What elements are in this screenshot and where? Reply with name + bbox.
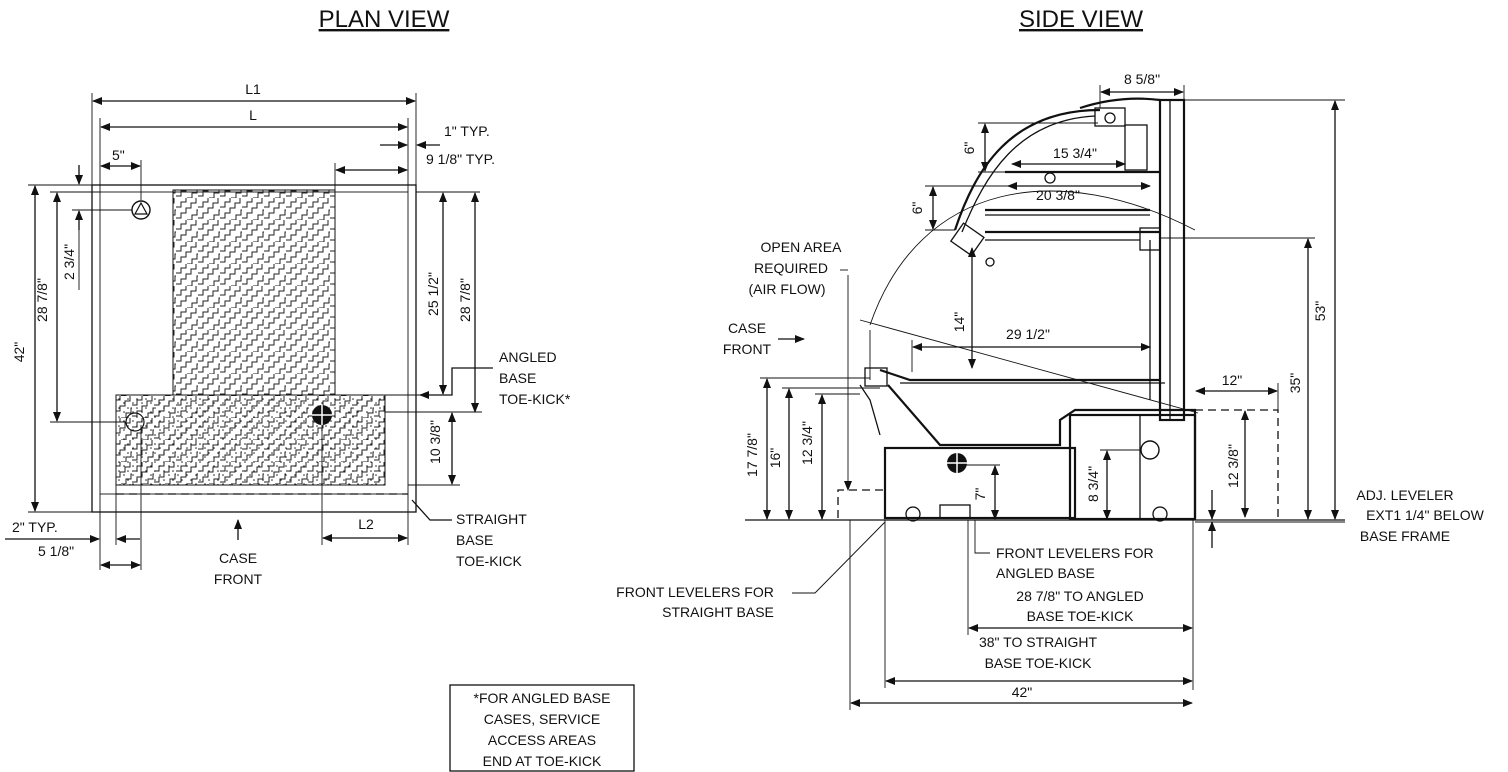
- side-open-area-1: OPEN AREA: [761, 239, 843, 255]
- plan-two-typ: 2" TYP.: [12, 519, 58, 535]
- plan-service-access-vertical: [172, 189, 336, 396]
- plan-angled-label-2: BASE: [499, 370, 536, 386]
- side-17-78-label: 17 7/8": [744, 433, 760, 477]
- plan-L1-label: L1: [245, 81, 261, 97]
- plan-28-right-label: 28 7/8": [457, 278, 473, 322]
- side-42-label: 42": [1012, 684, 1033, 700]
- plan-25-12-label: 25 1/2": [425, 272, 441, 316]
- side-front-levelers-straight-1: FRONT LEVELERS FOR: [616, 584, 774, 600]
- side-adj-leveler-1: ADJ. LEVELER: [1356, 487, 1453, 503]
- side-open-area-2: REQUIRED: [754, 260, 828, 276]
- side-to-angled-2: BASE TOE-KICK: [1027, 608, 1135, 624]
- side-12-34-label: 12 3/4": [799, 421, 815, 465]
- side-to-angled-1: 28 7/8" TO ANGLED: [1016, 588, 1143, 604]
- side-16-label: 16": [767, 448, 783, 469]
- note-line-2: CASES, SERVICE: [484, 711, 600, 727]
- side-view-title: SIDE VIEW: [1019, 6, 1143, 33]
- side-8-58-label: 8 5/8": [1124, 71, 1160, 87]
- plan-straight-label-2: BASE: [456, 532, 493, 548]
- side-lower-cabinet: [883, 446, 1077, 520]
- plan-28-left-label: 28 7/8": [34, 278, 50, 322]
- side-case-front-2: FRONT: [723, 341, 772, 357]
- side-view: 8 5/8" 6" 15 3/4" 6" 20 3/8" OPEN AREA R…: [616, 71, 1485, 710]
- side-7-label: 7": [972, 488, 988, 501]
- plan-case-outline: [91, 184, 417, 513]
- side-front-levelers-angled-1: FRONT LEVELERS FOR: [996, 545, 1154, 561]
- plan-case-front-1: CASE: [219, 550, 257, 566]
- side-rear-post: [1158, 98, 1186, 422]
- side-6a-label: 6": [961, 142, 977, 155]
- plan-angled-label-1: ANGLED: [499, 349, 557, 365]
- side-deck: [879, 368, 1160, 382]
- plan-2-34-label: 2 3/4": [61, 244, 77, 280]
- side-14-label: 14": [951, 312, 967, 333]
- plan-case-front-2: FRONT: [214, 571, 263, 587]
- side-compressor-box: [1068, 413, 1197, 521]
- plan-nine-typ: 9 1/8" TYP.: [426, 151, 495, 167]
- service-access-note: *FOR ANGLED BASE CASES, SERVICE ACCESS A…: [449, 684, 635, 772]
- plan-view-title: PLAN VIEW: [319, 6, 450, 33]
- plan-L2-label: L2: [358, 516, 374, 532]
- side-front-levelers-straight-2: STRAIGHT BASE: [662, 604, 774, 620]
- side-35-label: 35": [1287, 373, 1303, 394]
- plan-five-18: 5 1/8": [38, 543, 74, 559]
- side-12-38-label: 12 3/8": [1225, 444, 1241, 488]
- side-open-area-3: (AIR FLOW): [749, 281, 826, 297]
- note-line-4: END AT TOE-KICK: [483, 753, 602, 769]
- plan-angled-label-3: TOE-KICK*: [499, 391, 571, 407]
- note-line-3: ACCESS AREAS: [488, 732, 596, 748]
- note-line-1: *FOR ANGLED BASE: [474, 690, 611, 706]
- plan-drain-triangle-icon: [133, 201, 149, 215]
- side-6b-label: 6": [909, 202, 925, 215]
- side-53-label: 53": [1312, 301, 1328, 322]
- plan-one-inch-typ: 1" TYP.: [444, 123, 490, 139]
- plan-view: L1 L 1" TYP. 9 1/8" TYP. 5" 42" 28 7/8" …: [5, 81, 571, 587]
- side-front-glass: [953, 108, 1101, 231]
- plan-five-inch: 5": [112, 147, 125, 163]
- plan-service-access-dots: [116, 395, 385, 485]
- plan-straight-label-1: STRAIGHT: [456, 511, 527, 527]
- side-15-34-label: 15 3/4": [1053, 145, 1097, 161]
- side-8-34-label: 8 3/4": [1085, 466, 1101, 502]
- side-20-38-label: 20 3/8": [1036, 187, 1080, 203]
- side-12-label: 12": [1222, 372, 1243, 388]
- side-front-levelers-angled-2: ANGLED BASE: [996, 565, 1095, 581]
- side-canopy: [1079, 97, 1161, 110]
- plan-straight-label-3: TOE-KICK: [456, 553, 523, 569]
- side-adj-leveler-3: BASE FRAME: [1360, 528, 1450, 544]
- plan-42-label: 42": [11, 342, 27, 363]
- side-29-12-label: 29 1/2": [1006, 326, 1050, 342]
- plan-10-38-label: 10 3/8": [427, 420, 443, 464]
- side-drain-icon: [1140, 440, 1160, 460]
- side-to-straight-2: BASE TOE-KICK: [985, 655, 1093, 671]
- side-to-straight-1: 38" TO STRAIGHT: [979, 634, 1097, 650]
- side-case-front-1: CASE: [728, 320, 766, 336]
- side-adj-leveler-2: EXT1 1/4" BELOW: [1366, 507, 1485, 523]
- plan-L-label: L: [249, 107, 257, 123]
